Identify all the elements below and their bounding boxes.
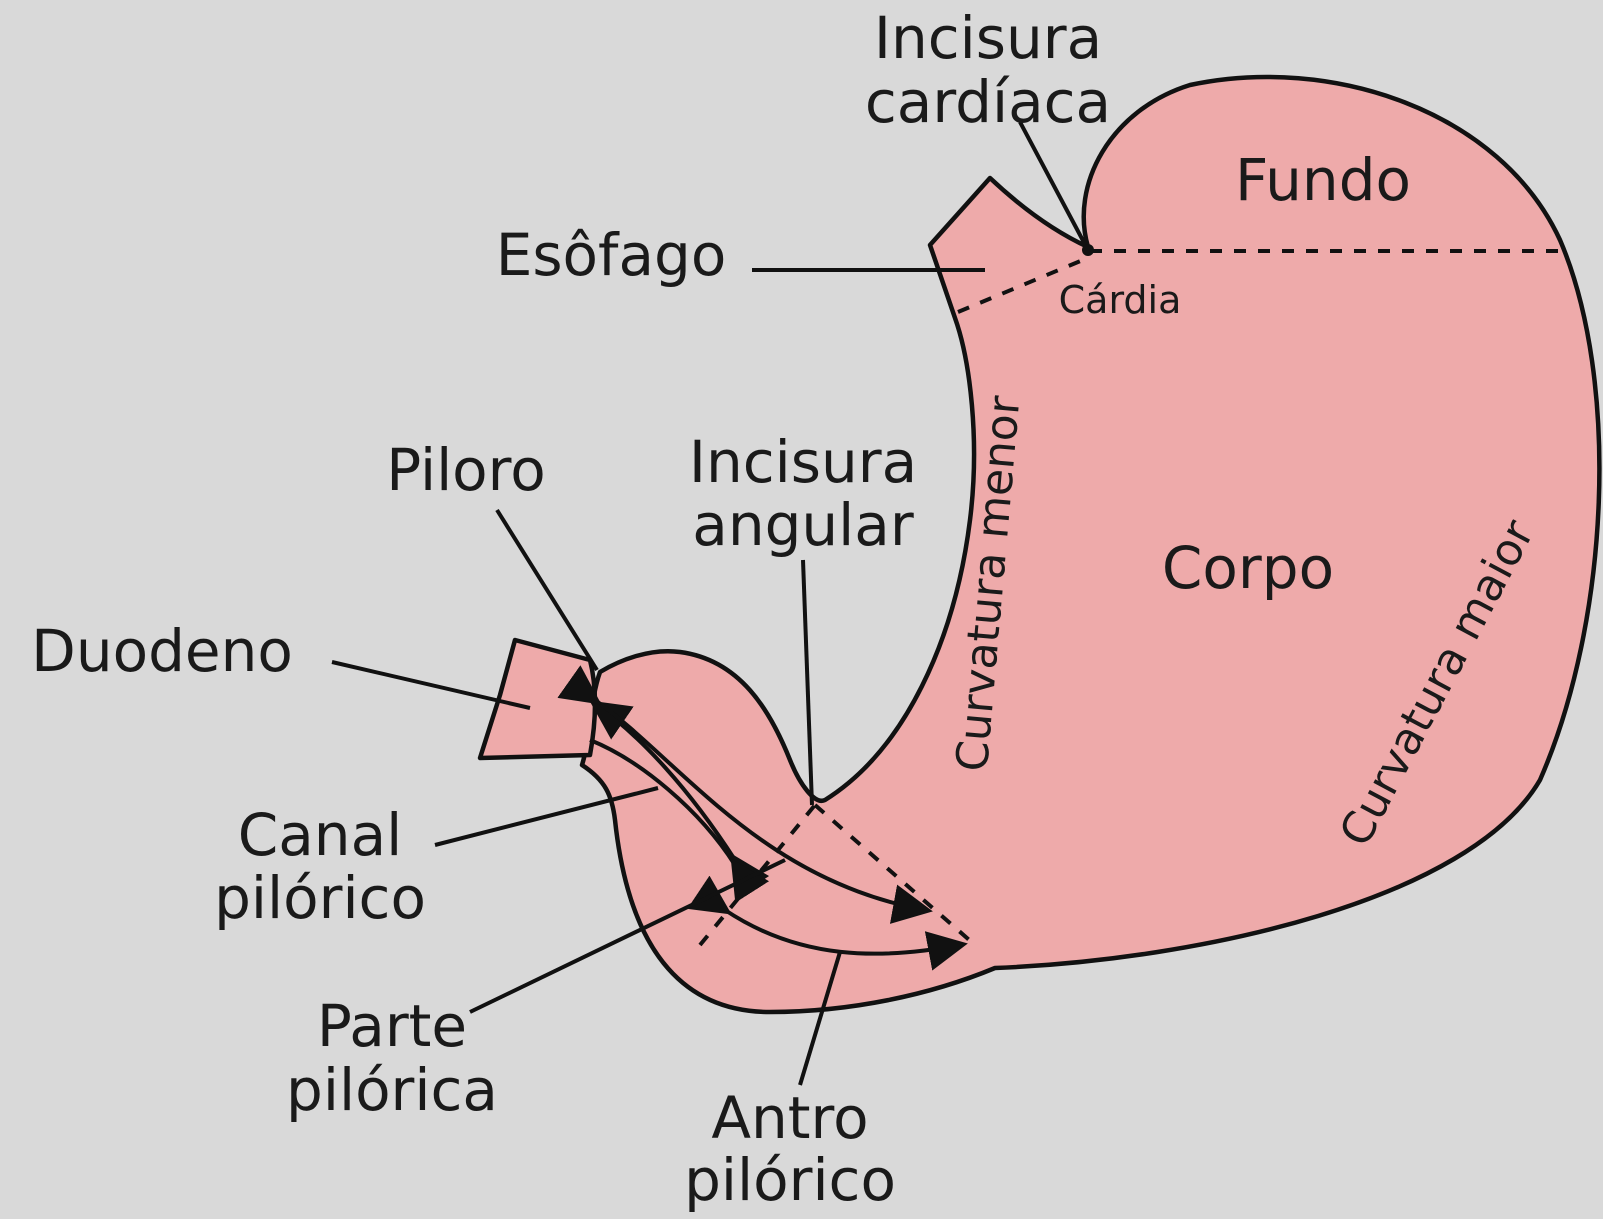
antro-pilorico-arrow <box>687 875 968 971</box>
label-incisura-cardiaca-line2: cardíaca <box>865 68 1111 136</box>
label-incisura-angular-line1: Incisura <box>689 428 917 496</box>
label-canal-pilorico-line2: pilórico <box>214 864 426 932</box>
label-duodeno: Duodeno <box>31 617 293 685</box>
label-antro-pilorico-line2: pilórico <box>684 1146 896 1214</box>
label-antro-pilorico-line1: Antro <box>711 1084 868 1152</box>
label-corpo: Corpo <box>1162 534 1334 602</box>
leader-antro-pilorico <box>798 951 842 1086</box>
label-parte-pilorica-line1: Parte <box>317 992 467 1060</box>
label-fundo: Fundo <box>1235 146 1411 214</box>
leader-canal-pilorico <box>434 786 659 847</box>
leader-incisura-cardiaca <box>1018 121 1090 251</box>
label-incisura-angular-line2: angular <box>692 491 914 559</box>
leader-parte-pilorica <box>469 858 786 1014</box>
leader-duodeno <box>331 660 531 710</box>
label-cardia: Cárdia <box>1059 278 1182 322</box>
label-piloro: Piloro <box>386 436 545 504</box>
label-incisura-cardiaca-line1: Incisura <box>874 4 1102 72</box>
label-esofago: Esôfago <box>496 221 727 289</box>
label-canal-pilorico-line1: Canal <box>238 801 402 869</box>
leader-piloro <box>495 508 599 672</box>
label-parte-pilorica-line2: pilórica <box>286 1056 498 1124</box>
incisura-cardiaca-dot <box>1082 244 1094 256</box>
leader-incisura-angular <box>801 559 814 806</box>
